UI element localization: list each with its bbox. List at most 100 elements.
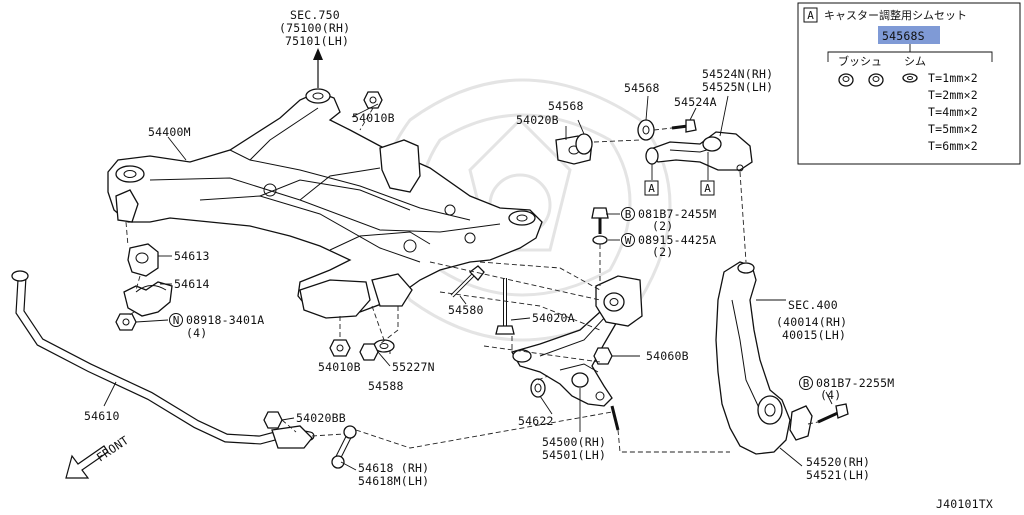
diagram-code: J40101TX [936,497,993,511]
shim-set-marker: A [807,9,814,22]
front-arrow-icon: FRONT [65,433,131,479]
sec400-rh: (40014(RH) [776,315,847,329]
shim-thickness-2: T=2mm×2 [928,88,978,102]
callout-letter: A [648,182,655,195]
label-54400m: 54400M [148,125,191,139]
label-081b7-2455m: 081B7-2455M [638,207,716,221]
bolt-54020a [495,278,515,335]
label-54010b-top: 54010B [352,111,395,125]
marker-w: W [621,233,635,247]
bracket-54520 [789,405,813,441]
shim-thickness-1: T=1mm×2 [928,71,978,85]
svg-text:B: B [803,377,810,390]
label-54622: 54622 [518,414,554,428]
callout-a-right: A [700,152,715,196]
svg-text:N: N [173,314,180,327]
label-08915-qty: (2) [652,245,673,259]
label-54568-left: 54568 [548,99,584,113]
label-54060b: 54060B [646,349,689,363]
shim-thickness-6: T=6mm×2 [928,139,978,153]
label-54618-rh: 54618 (RH) [358,461,429,475]
bush-54568-left [575,133,593,155]
col-bush-label: ブッシュ [838,54,882,68]
svg-text:W: W [625,234,632,247]
label-54500-rh: 54500(RH) [542,435,606,449]
bolt-081b7-2255m [817,403,849,424]
shim-54568-mid [645,147,659,165]
label-54520-rh: 54520(RH) [806,455,870,469]
assembly-lines [125,107,819,453]
ball-joint-stud [610,405,620,431]
washer-08915 [592,235,608,245]
bush-54568-mid [637,119,655,141]
callout-letter: A [704,182,711,195]
marker-b-bottom: B [799,376,813,390]
label-081b7-2255m-qty: (4) [820,388,841,402]
nut-08918 [115,313,137,331]
subframe-54400m [107,88,543,319]
part-labels: SEC.750 (75100(RH) 75101(LH) 54400M 5401… [84,8,993,511]
label-54501-lh: 54501(LH) [542,448,606,462]
label-08915: 08915-4425A [638,233,716,247]
bolt-081b7-2455m [591,207,609,234]
shim-set-part-number: 54568S [882,29,925,43]
link-54618 [331,425,357,469]
label-54610: 54610 [84,409,120,423]
label-54020bb: 54020BB [296,411,346,425]
label-54580: 54580 [448,303,484,317]
nut-54060b [593,347,613,365]
marker-n: N [169,313,183,327]
label-54525n-lh: 54525N(LH) [702,80,773,94]
label-081b7-2455m-qty: (2) [652,219,673,233]
sec750-lh: 75101(LH) [285,34,349,48]
part-number-highlight [878,26,940,44]
label-54020a: 54020A [532,311,575,325]
label-081b7-2255m: 081B7-2255M [816,376,894,390]
sec750-arrow [313,48,323,88]
callout-a-left: A [644,164,659,196]
svg-text:B: B [625,208,632,221]
shim-set-box: A キャスター調整用シムセット 54568S ブッシュ シム T=1mm×2 T… [797,2,1021,165]
label-54614: 54614 [174,277,210,291]
label-54010b-bottom: 54010B [318,360,361,374]
bush-icon [838,73,854,87]
label-54020b: 54020B [516,113,559,127]
washer-54622 [530,378,546,398]
knuckle-sec400 [715,261,791,455]
sec400-title: SEC.400 [788,298,838,312]
shim-thickness-4: T=4mm×2 [928,105,978,119]
label-54521-lh: 54521(LH) [806,468,870,482]
nut-54010b-top [363,91,383,109]
leader-lines [103,95,833,471]
nut-54020bb [263,411,283,429]
label-54524n-rh: 54524N(RH) [702,67,773,81]
col-shim-label: シム [904,55,926,68]
label-55227n: 55227N [392,360,435,374]
label-54588: 54588 [368,379,404,393]
bolt-54524a [671,119,697,133]
marker-b-top: B [621,207,635,221]
stabilizer-bar-54610 [11,270,315,449]
label-54613: 54613 [174,249,210,263]
label-08918: 08918-3401A [186,313,264,327]
bush-54613 [127,243,159,277]
sec400-lh: 40015(LH) [782,328,846,342]
clamp-54614 [123,281,173,317]
shim-thickness-5: T=5mm×2 [928,122,978,136]
label-54568-mid: 54568 [624,81,660,95]
label-54618m-lh: 54618M(LH) [358,474,429,488]
nut-54010b-bottom [329,339,351,357]
shim-icon [902,73,918,83]
nut-54588 [359,343,379,361]
sec750-title: SEC.750 [290,8,340,22]
front-label: FRONT [94,433,131,465]
label-54524a: 54524A [674,95,717,109]
bush-icon [868,73,884,87]
bolt-54580 [450,265,485,298]
lower-arm-54500 [511,295,627,407]
upper-arm-54524n [646,131,753,172]
shim-set-title: キャスター調整用シムセット [824,8,967,22]
sec750-rh: (75100(RH) [279,21,350,35]
